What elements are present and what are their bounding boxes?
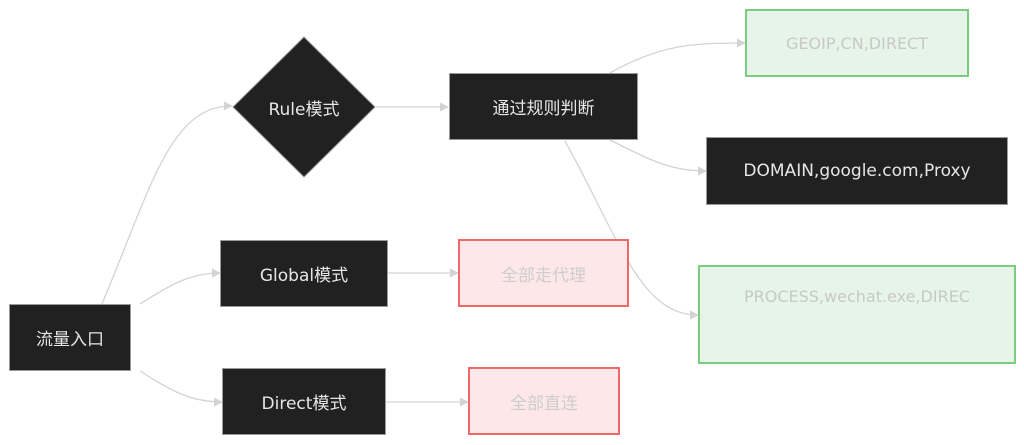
node-label: PROCESS,wechat.exe,DIREC <box>744 287 970 306</box>
node-global-mode[interactable]: Global模式 <box>220 240 388 307</box>
node-label: GEOIP,CN,DIRECT <box>786 33 928 53</box>
edge-entry-to-direct-mode <box>139 370 223 407</box>
node-all-proxy[interactable]: 全部走代理 <box>458 239 629 307</box>
edge-rule-match-to-domain <box>609 139 707 176</box>
node-geoip-rule[interactable]: GEOIP,CN,DIRECT <box>745 9 969 77</box>
edge-rule-match-to-process <box>564 140 699 320</box>
node-label: 全部走代理 <box>501 265 586 286</box>
diamond-shape <box>232 36 376 178</box>
edge-rule-match-to-geoip <box>609 38 746 74</box>
node-all-direct[interactable]: 全部直连 <box>468 367 620 435</box>
node-rule-mode[interactable]: Rule模式 <box>232 36 376 178</box>
edge-entry-to-rule-mode <box>101 101 233 305</box>
node-label: Global模式 <box>259 266 349 286</box>
node-process-rule[interactable]: PROCESS,wechat.exe,DIREC <box>698 265 1016 364</box>
node-label: Direct模式 <box>261 394 347 414</box>
node-label: DOMAIN,google.com,Proxy <box>743 161 971 181</box>
edge-entry-to-global-mode <box>139 268 221 305</box>
node-label: Rule模式 <box>268 99 340 120</box>
node-direct-mode[interactable]: Direct模式 <box>222 368 386 435</box>
node-label: 流量入口 <box>36 330 104 350</box>
node-domain-rule[interactable]: DOMAIN,google.com,Proxy <box>706 137 1008 205</box>
node-traffic-entry[interactable]: 流量入口 <box>9 304 131 371</box>
node-rule-match[interactable]: 通过规则判断 <box>449 73 638 140</box>
node-label: 全部直连 <box>510 393 578 414</box>
node-label: 通过规则判断 <box>492 99 595 119</box>
